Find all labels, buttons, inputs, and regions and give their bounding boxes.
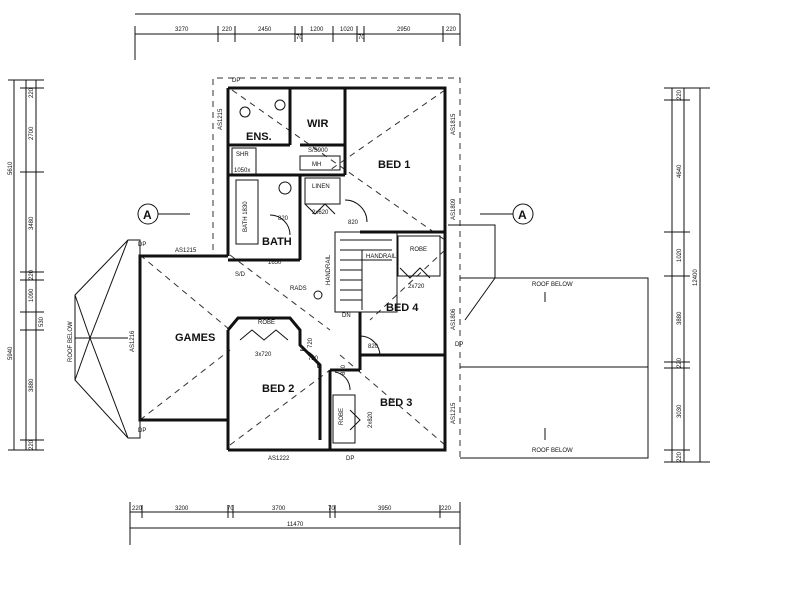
roof-below-label-2: ROOF BELOW <box>532 448 573 454</box>
door-size-820-a: 820 <box>348 220 359 226</box>
ss900-label: S/S900 <box>308 148 328 154</box>
dim-left-9: 220 <box>29 439 35 450</box>
robe-label-bed3: ROBE <box>339 408 345 425</box>
dp-label-bottom-left: DP <box>138 428 146 434</box>
window-as1815: AS1815 <box>451 113 457 135</box>
shower-size-label: 1050x <box>234 168 250 174</box>
roof-below-label-left: ROOF BELOW <box>68 321 74 362</box>
section-label-left: A <box>143 208 152 222</box>
dim-right-7: 220 <box>677 451 683 462</box>
dim-left-6: 530 <box>39 316 45 327</box>
handrail-label-1: HANDRAIL <box>326 254 332 285</box>
linen-label: LINEN <box>312 184 330 190</box>
shower-label: SHR <box>236 152 249 158</box>
dim-top-6: 70 <box>358 35 365 41</box>
linen-doors-size: 2x620 <box>312 210 329 216</box>
roof-below-left: ROOF BELOW <box>68 239 141 439</box>
dim-bottom-1: 3200 <box>175 506 189 512</box>
room-label-bed3: BED 3 <box>380 397 412 409</box>
room-label-bed4: BED 4 <box>386 302 419 314</box>
left-dimension-line: 220 2700 5610 3480 220 1090 530 5940 388… <box>8 79 45 451</box>
dim-right-4: 3880 <box>677 311 683 325</box>
room-label-bed1: BED 1 <box>378 159 410 171</box>
door-size-720-a: 720 <box>308 356 319 362</box>
room-label-wir: WIR <box>307 118 328 130</box>
stair-down-label: DN <box>342 313 351 319</box>
top-dimension-line: 3270 220 2450 70 1200 1020 70 2950 220 <box>134 13 461 60</box>
dim-right-3: 12400 <box>693 269 699 286</box>
right-dimension-line: 220 4640 1020 12400 3880 220 3030 220 <box>664 87 710 463</box>
dim-right-0: 220 <box>677 89 683 100</box>
door-size-820-d: 820 <box>341 364 347 375</box>
section-label-right: A <box>518 208 527 222</box>
robe-size-bed4: 2x720 <box>408 284 425 290</box>
dp-label-bottom: DP <box>346 456 354 462</box>
window-as1215-a: AS1215 <box>175 248 197 254</box>
ensuite-fixtures <box>239 99 341 300</box>
door-size-820-c: 820 <box>278 216 289 222</box>
dim-top-3: 70 <box>296 35 303 41</box>
bottom-dimension-line: 220 3200 70 3700 70 3950 220 11470 <box>129 502 461 545</box>
handrail-label-2: HANDRAIL <box>366 254 397 260</box>
robe-size-bed3: 2x820 <box>368 411 374 428</box>
dim-bottom-2: 70 <box>227 506 234 512</box>
robe-label-bed4: ROBE <box>410 247 427 253</box>
dim-left-4: 220 <box>29 269 35 280</box>
dim-bottom-5: 3950 <box>378 506 392 512</box>
section-marker-right: A <box>480 203 534 225</box>
dim-top-4: 1200 <box>310 27 324 33</box>
dim-bottom-0: 220 <box>132 506 143 512</box>
dim-left-2: 5610 <box>8 161 14 175</box>
dim-top-0: 3270 <box>175 27 189 33</box>
door-size-720-b: 720 <box>308 337 314 348</box>
external-walls <box>138 86 447 452</box>
dp-label-left: DP <box>138 242 146 248</box>
dim-top-7: 2950 <box>397 27 411 33</box>
dim-right-5: 220 <box>677 357 683 368</box>
dim-top-5: 1020 <box>340 27 354 33</box>
manhole-label: MH <box>312 162 321 168</box>
dp-label-right: DP <box>455 342 463 348</box>
dim-left-8: 3880 <box>29 378 35 392</box>
dim-right-6: 3030 <box>677 404 683 418</box>
dim-bottom-6: 220 <box>441 506 452 512</box>
dim-top-1: 220 <box>222 27 233 33</box>
roof-below-right: ROOF BELOW ROOF BELOW <box>448 224 649 459</box>
section-marker-left: A <box>137 203 190 225</box>
roof-below-label-1: ROOF BELOW <box>532 282 573 288</box>
dp-label-top: DP <box>232 78 240 84</box>
dim-top-8: 220 <box>446 27 457 33</box>
bath-dim-label: 1650 <box>268 260 282 266</box>
internal-walls <box>226 88 445 450</box>
dim-top-2: 2450 <box>258 27 272 33</box>
window-as1215-c: AS1215 <box>451 402 457 424</box>
door-size-820-b: 820 <box>368 344 379 350</box>
dim-left-1: 2700 <box>29 126 35 140</box>
room-label-games: GAMES <box>175 332 215 344</box>
dim-bottom-4: 70 <box>328 506 335 512</box>
dim-left-7: 5940 <box>8 346 14 360</box>
room-label-bath: BATH <box>262 236 292 248</box>
room-label-bed2: BED 2 <box>262 383 294 395</box>
dim-right-2: 1020 <box>677 248 683 262</box>
door-swings <box>239 199 431 431</box>
dim-bottom-total: 11470 <box>287 522 304 528</box>
dim-left-3: 3480 <box>29 216 35 230</box>
robe-label-bed2: ROBE <box>258 320 275 326</box>
window-as1222: AS1222 <box>268 456 290 462</box>
radiator-label: RADS <box>290 286 307 292</box>
dim-left-0: 220 <box>29 87 35 98</box>
window-as1806: AS1806 <box>451 308 457 330</box>
dim-bottom-3: 3700 <box>272 506 286 512</box>
bath-size-label: BATH 1830 <box>243 201 249 232</box>
dim-right-1: 4640 <box>677 164 683 178</box>
dim-left-5: 1090 <box>29 288 35 302</box>
robe-size-bed2: 3x720 <box>255 352 272 358</box>
window-as1215-b: AS1215 <box>218 108 224 130</box>
smoke-detector-label: S/D <box>235 272 246 278</box>
room-label-ens: ENS. <box>246 131 272 143</box>
window-as1216: AS1216 <box>130 330 136 352</box>
window-as1809: AS1809 <box>451 198 457 220</box>
